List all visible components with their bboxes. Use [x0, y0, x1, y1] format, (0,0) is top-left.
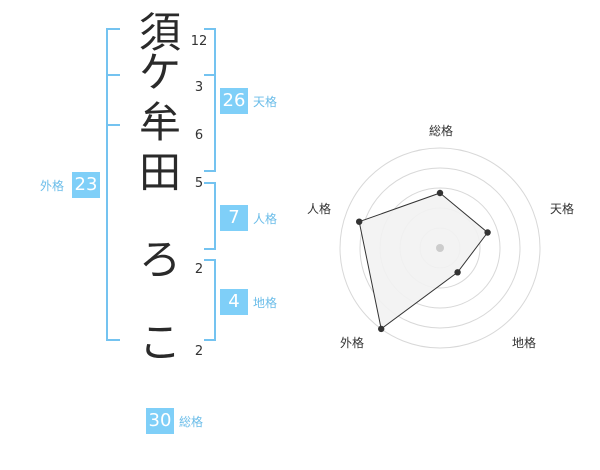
name-char-6: こ — [138, 318, 181, 367]
radar-point-tenkaku — [484, 229, 491, 236]
stroke-count-6: 2 — [194, 344, 204, 359]
radar-point-jinkaku — [356, 218, 363, 225]
radar-polygon — [358, 192, 489, 330]
soukaku-value-badge: 30 — [146, 408, 174, 434]
gaikaku-bracket-tick-1 — [106, 74, 120, 76]
radar-center-dot — [436, 244, 444, 252]
chikaku-bracket-bottom — [204, 339, 216, 341]
gaikaku-bracket-tick-2 — [106, 124, 120, 126]
chikaku-label: 地格 — [253, 296, 278, 310]
tenkaku-bracket-bottom — [204, 170, 216, 172]
jinkaku-bracket-vertical — [214, 182, 216, 250]
radar-label-gaikaku: 外格 — [340, 335, 364, 350]
tenkaku-value-badge: 26 — [220, 88, 248, 114]
radar-point-gaikaku — [378, 325, 385, 333]
chikaku-bracket-top — [204, 259, 216, 261]
tenkaku-bracket-top — [204, 28, 216, 30]
name-char-5: ろ — [138, 235, 181, 284]
gaikaku-value-badge: 23 — [72, 172, 100, 198]
jinkaku-value-badge: 7 — [220, 205, 248, 231]
chikaku-bracket-vertical — [214, 259, 216, 341]
chikaku-value-badge: 4 — [220, 289, 248, 315]
gaikaku-label: 外格 — [40, 179, 65, 193]
soukaku-label: 総格 — [179, 415, 204, 429]
stroke-count-2: 3 — [194, 80, 204, 95]
gaikaku-bracket-bottom — [106, 339, 120, 341]
stroke-count-3: 6 — [194, 128, 204, 143]
stroke-count-4: 5 — [194, 176, 204, 191]
gaikaku-bracket-top — [106, 28, 120, 30]
name-char-4: 田 — [138, 148, 181, 197]
tenkaku-bracket-tick — [204, 74, 216, 76]
name-char-1: 須 — [138, 8, 181, 57]
radar-label-soukaku: 総格 — [429, 123, 453, 138]
radar-label-tenkaku: 天格 — [550, 201, 574, 216]
gaikaku-bracket-vertical — [106, 28, 108, 341]
jinkaku-label: 人格 — [253, 212, 278, 226]
radar-ring-1 — [339, 147, 541, 349]
radar-label-jinkaku: 人格 — [307, 201, 331, 216]
tenkaku-bracket-vertical — [214, 28, 216, 172]
name-char-2: ケ — [138, 48, 181, 97]
radar-point-soukaku — [436, 189, 444, 197]
tenkaku-label: 天格 — [253, 95, 278, 109]
radar-point-chikaku — [454, 269, 461, 276]
name-char-3: 牟 — [138, 98, 181, 147]
jinkaku-bracket-top — [204, 182, 216, 184]
stroke-count-1: 12 — [190, 34, 208, 49]
radar-label-chikaku: 地格 — [512, 335, 536, 350]
jinkaku-bracket-bottom — [204, 248, 216, 250]
stroke-count-5: 2 — [194, 262, 204, 277]
radar-ring-2 — [359, 167, 521, 329]
